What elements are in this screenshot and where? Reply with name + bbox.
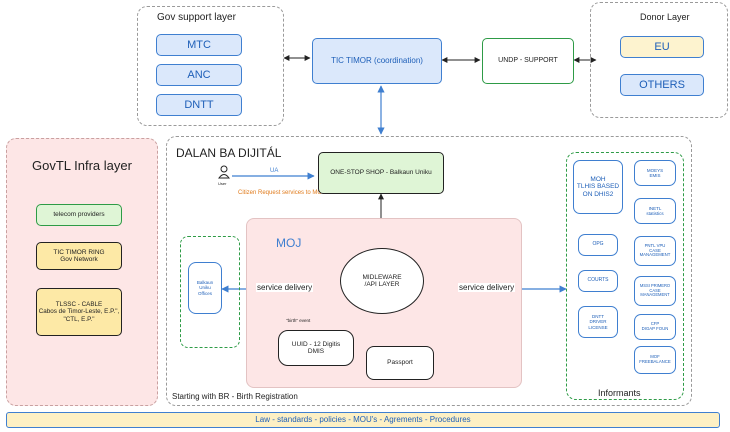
moj-title: MOJ — [276, 236, 302, 250]
birth-event-label: "birth" event — [286, 318, 311, 323]
informant-inetl-label: INETL statistics — [646, 205, 664, 216]
uuid-box[interactable]: UUID - 12 Digitis DMIS — [278, 330, 354, 366]
gov-item-dntt[interactable]: DNTT — [156, 94, 242, 116]
gov-item-mtc[interactable]: MTC — [156, 34, 242, 56]
service-delivery-right: service delivery — [458, 283, 516, 292]
informants-container — [566, 152, 684, 400]
donor-item-others[interactable]: OTHERS — [620, 74, 704, 96]
tic-timor-ring-label: TIC TIMOR RING Gov Network — [53, 248, 105, 263]
informant-moh[interactable]: MOH TLHIS BASED ON DHIS2 — [573, 160, 623, 214]
middleware-label: MIDLEWARE /API LAYER — [362, 273, 402, 288]
donor-layer — [590, 2, 728, 118]
bottom-bar: Law - standards - policies - MOU's - Agr… — [6, 412, 720, 428]
informant-cfp-label: CFP DIGAP FOUN — [641, 321, 669, 331]
dalan-container — [166, 136, 692, 406]
donor-item-eu[interactable]: EU — [620, 36, 704, 58]
informant-pntl-label: PNTL VPU CASE MANAGEMENT — [639, 242, 671, 258]
informant-courts-label: COURTS — [587, 277, 609, 284]
citizen-request-label: Citizen Request services to MOJ — [238, 190, 326, 196]
informant-opg-label: OPG — [592, 241, 604, 248]
one-stop-shop-box[interactable]: ONE-STOP SHOP - Balkaun Uniku — [318, 152, 444, 194]
informant-courts[interactable]: COURTS — [578, 270, 618, 292]
informant-opg[interactable]: OPG — [578, 234, 618, 256]
informant-inetl[interactable]: INETL statistics — [634, 198, 676, 224]
informant-mof[interactable]: MOF FREEBALANCE — [634, 346, 676, 374]
informant-moeys[interactable]: MOEYS EMIS — [634, 160, 676, 186]
balkaun-offices-label: Balkaun Uniku Offices — [196, 280, 214, 296]
gov-support-title: Gov support layer — [157, 12, 236, 23]
gov-support-layer — [137, 6, 284, 126]
tic-timor-ring-box[interactable]: TIC TIMOR RING Gov Network — [36, 242, 122, 270]
informant-cfp[interactable]: CFP DIGAP FOUN — [634, 314, 676, 340]
passport-box[interactable]: Passport — [366, 346, 434, 380]
user-label: User — [218, 181, 227, 186]
service-delivery-left: service delivery — [256, 283, 314, 292]
balkaun-outer — [180, 236, 240, 348]
informant-moeys-label: MOEYS EMIS — [646, 167, 664, 178]
informant-dntt[interactable]: DNTT DRIVER LICENSE — [578, 306, 618, 338]
dalan-footer: Starting with BR - Birth Registration — [172, 392, 298, 401]
tic-timor-box[interactable]: TIC TIMOR (coordination) — [312, 38, 442, 84]
balkaun-offices-box[interactable]: Balkaun Uniku Offices — [188, 262, 222, 314]
informant-pntl[interactable]: PNTL VPU CASE MANAGEMENT — [634, 236, 676, 266]
infra-title: GovTL Infra layer — [32, 158, 132, 173]
gov-item-anc[interactable]: ANC — [156, 64, 242, 86]
uuid-label: UUID - 12 Digitis DMIS — [291, 340, 341, 355]
infra-layer — [6, 138, 158, 406]
informants-title: Informants — [598, 388, 641, 398]
user-icon — [218, 165, 230, 179]
informant-mssi[interactable]: MSSI PRIMERO CASE MANAGEMENT — [634, 276, 676, 306]
informant-dntt-label: DNTT DRIVER LICENSE — [588, 314, 608, 330]
ua-label: UA — [270, 168, 279, 174]
middleware-circle[interactable]: MIDLEWARE /API LAYER — [340, 248, 424, 314]
tlssc-cable-label: TLSSC - CABLE Cabos de Timor-Leste, E.P.… — [38, 301, 120, 323]
dalan-title: DALAN BA DIJITÁL — [176, 146, 282, 160]
undp-box[interactable]: UNDP - SUPPORT — [482, 38, 574, 84]
telecom-providers-box[interactable]: telecom providers — [36, 204, 122, 226]
informant-moh-label: MOH TLHIS BASED ON DHIS2 — [576, 175, 620, 198]
donor-title: Donor Layer — [640, 12, 690, 22]
informant-mssi-label: MSSI PRIMERO CASE MANAGEMENT — [639, 282, 671, 298]
tlssc-cable-box[interactable]: TLSSC - CABLE Cabos de Timor-Leste, E.P.… — [36, 288, 122, 336]
informant-mof-label: MOF FREEBALANCE — [639, 354, 671, 364]
